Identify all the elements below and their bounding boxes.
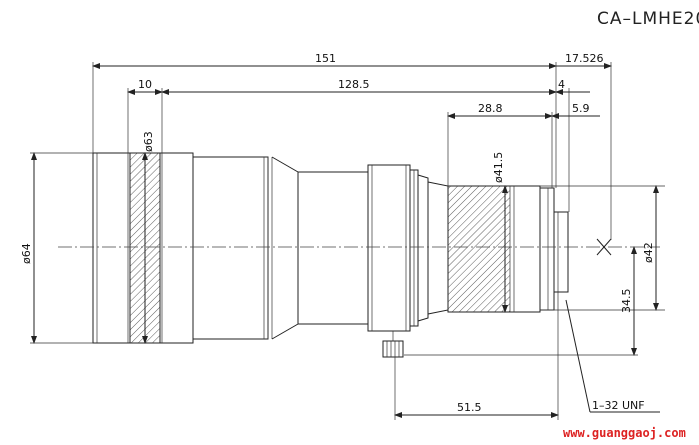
dim-5-9: 5.9 xyxy=(572,102,590,115)
extension-lines xyxy=(30,62,665,420)
model-title: CA–LMHE20 xyxy=(597,9,699,29)
dim-overall-length: 151 xyxy=(315,52,336,65)
dim-phi41-5: ø41.5 xyxy=(492,152,505,183)
c-mount-thread xyxy=(553,211,569,293)
dim-phi42: ø42 xyxy=(642,242,655,263)
lock-screw xyxy=(382,340,404,358)
dimension-lines xyxy=(31,63,660,418)
dim-4: 4 xyxy=(558,78,565,91)
lens-body xyxy=(92,152,569,358)
watermark: www.guanggaoj.com xyxy=(563,426,686,440)
dim-ring-width: 10 xyxy=(138,78,152,91)
dim-phi63: ø63 xyxy=(142,131,155,152)
dim-128-5: 128.5 xyxy=(338,78,370,91)
thread-spec: 1–32 UNF xyxy=(592,399,645,412)
dim-back-focus: 17.526 xyxy=(565,52,604,65)
dim-28-8: 28.8 xyxy=(478,102,503,115)
iris-ring xyxy=(448,186,510,312)
dim-34-5: 34.5 xyxy=(620,289,633,314)
dim-phi64: ø64 xyxy=(20,243,33,264)
dim-51-5: 51.5 xyxy=(457,401,482,414)
